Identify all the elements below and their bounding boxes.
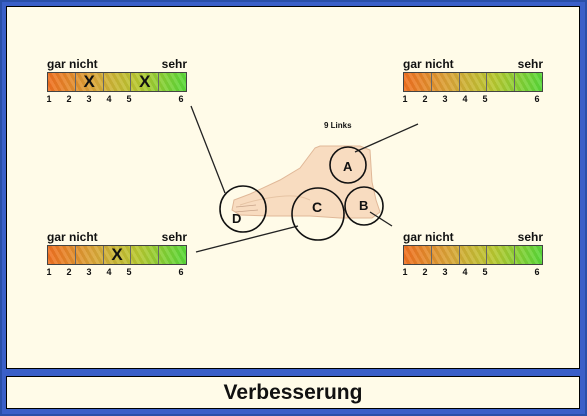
tick-label: 5 — [482, 94, 488, 104]
tick-label: 6 — [534, 267, 540, 277]
region-label-c: C — [312, 199, 322, 215]
tick-label: 1 — [402, 267, 408, 277]
scale-segment[interactable] — [459, 73, 488, 91]
scale-segment[interactable] — [159, 73, 186, 91]
tick-label: 5 — [482, 267, 488, 277]
tick-label: 2 — [66, 94, 72, 104]
tick-label: 6 — [178, 94, 184, 104]
scale-label-high: sehr — [161, 230, 187, 244]
scale-segment[interactable]: X — [75, 72, 104, 91]
tick-label: 5 — [126, 267, 132, 277]
tick-label: 4 — [462, 94, 468, 104]
tick-label: 1 — [46, 267, 52, 277]
scale-ticks: 1 2 3 4 5 6 — [46, 265, 187, 279]
scale-header: gar nicht sehr — [47, 57, 187, 72]
tick-label: 4 — [106, 94, 112, 104]
callout-line-c — [195, 225, 299, 253]
tick-label: 2 — [422, 267, 428, 277]
scale-bar — [403, 245, 543, 265]
region-circle-c — [291, 187, 345, 241]
tick-label: 1 — [402, 94, 408, 104]
region-circle-a — [329, 146, 367, 184]
scale-segment[interactable] — [515, 246, 542, 264]
tick-label: 4 — [106, 267, 112, 277]
scale-segment[interactable] — [48, 73, 76, 91]
scale-segment[interactable] — [48, 246, 76, 264]
scale-segment[interactable] — [431, 73, 460, 91]
scale-segment[interactable] — [75, 246, 104, 264]
tick-label: 3 — [86, 267, 92, 277]
rating-scale-bottom-right: gar nicht sehr 1 2 3 4 5 6 — [402, 230, 543, 279]
scale-segment[interactable]: X — [131, 72, 160, 91]
tick-label: 6 — [534, 94, 540, 104]
scale-label-low: gar nicht — [47, 230, 98, 244]
tick-label: 5 — [126, 94, 132, 104]
scale-segment[interactable] — [404, 73, 432, 91]
scale-ticks: 1 2 3 4 5 6 — [402, 265, 543, 279]
tick-label: 4 — [462, 267, 468, 277]
callout-line-a — [354, 123, 419, 153]
scale-header: gar nicht sehr — [47, 230, 187, 245]
tick-label: 6 — [178, 267, 184, 277]
rating-mark: X — [111, 245, 123, 264]
scale-segment[interactable] — [103, 73, 132, 91]
scale-segment[interactable] — [487, 246, 516, 264]
callout-line-d — [190, 105, 226, 194]
scale-header: gar nicht sehr — [403, 57, 543, 72]
rating-mark: X — [83, 72, 95, 91]
scale-segment[interactable]: X — [103, 245, 132, 264]
scale-bar — [403, 72, 543, 92]
scale-bar: X — [47, 245, 187, 265]
scale-label-low: gar nicht — [403, 230, 454, 244]
footer-title-box: Verbesserung — [6, 376, 580, 409]
callout-line-b — [369, 211, 393, 227]
region-label-d: D — [232, 211, 241, 226]
tick-label: 3 — [442, 94, 448, 104]
foot-illustration — [231, 145, 381, 219]
scale-segment[interactable] — [159, 246, 186, 264]
region-circle-d — [219, 185, 267, 233]
scale-ticks: 1 2 3 4 5 6 — [46, 92, 187, 106]
region-label-b: B — [359, 198, 368, 213]
scale-segment[interactable] — [515, 73, 542, 91]
rating-mark: X — [139, 72, 151, 91]
tick-label: 2 — [422, 94, 428, 104]
tick-label: 3 — [442, 267, 448, 277]
scale-ticks: 1 2 3 4 5 6 — [402, 92, 543, 106]
scale-label-low: gar nicht — [47, 57, 98, 71]
rating-scale-top-right: gar nicht sehr 1 2 3 4 5 6 — [402, 57, 543, 106]
scale-segment[interactable] — [431, 246, 460, 264]
tick-label: 1 — [46, 94, 52, 104]
scale-label-high: sehr — [517, 57, 543, 71]
scale-segment[interactable] — [131, 246, 160, 264]
tick-label: 2 — [66, 267, 72, 277]
footer-title: Verbesserung — [223, 380, 363, 404]
tick-label: 3 — [86, 94, 92, 104]
region-label-a: A — [343, 159, 353, 174]
region-circle-b — [344, 186, 384, 226]
scale-label-high: sehr — [161, 57, 187, 71]
scale-header: gar nicht sehr — [403, 230, 543, 245]
foot-caption: 9 Links — [324, 121, 352, 130]
scale-segment[interactable] — [404, 246, 432, 264]
scale-label-high: sehr — [517, 230, 543, 244]
scale-segment[interactable] — [459, 246, 488, 264]
scale-label-low: gar nicht — [403, 57, 454, 71]
scale-segment[interactable] — [487, 73, 516, 91]
